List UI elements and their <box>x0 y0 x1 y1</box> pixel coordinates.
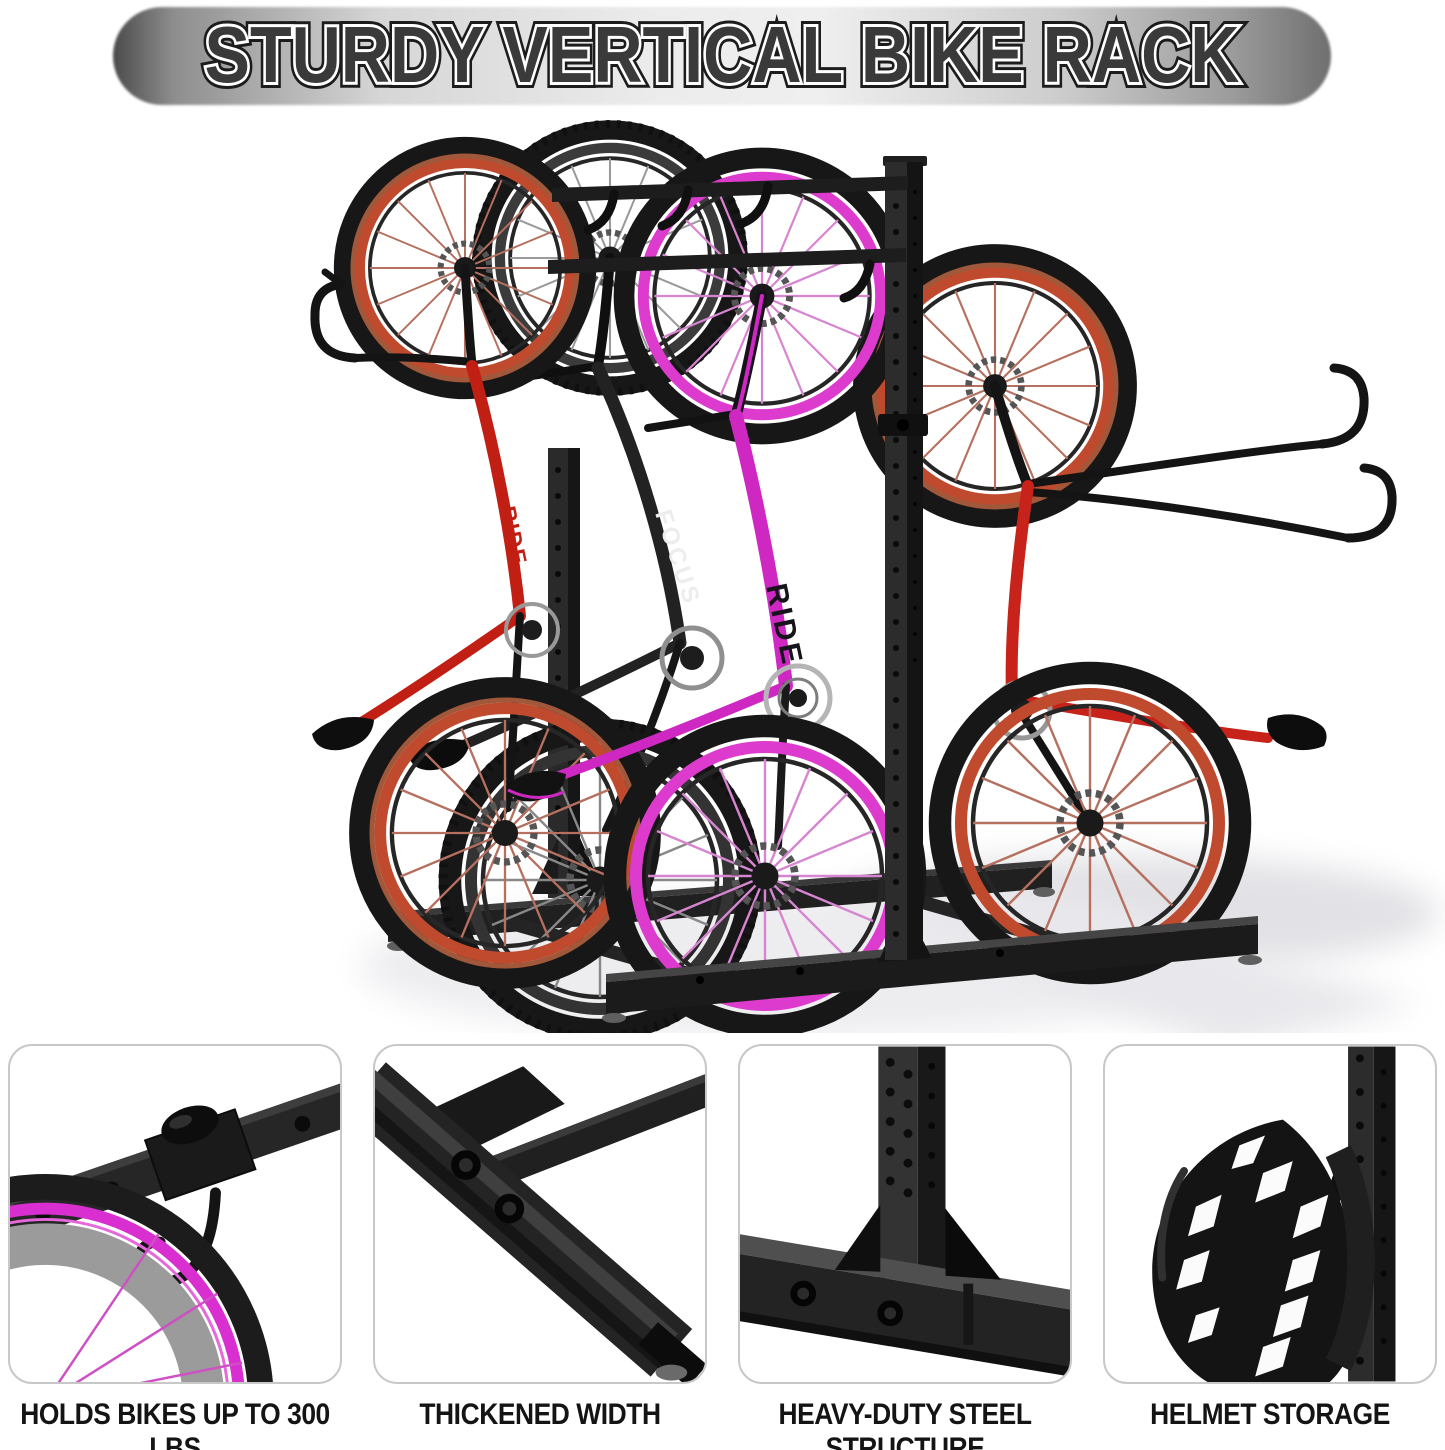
caption-line: STRUCTURE <box>825 1431 985 1450</box>
banner-gradient-pill <box>113 7 1331 105</box>
bike-decal-ride-red: RIDE <box>495 504 532 568</box>
hook-and-wheel-closeup-photo <box>10 1069 340 1382</box>
feature-card <box>8 1044 342 1384</box>
post-base-joint-closeup-photo <box>740 1046 1070 1377</box>
feature-card <box>1103 1044 1437 1384</box>
feature-card <box>373 1044 707 1384</box>
rack-top-rails-hooks <box>548 176 908 303</box>
feature-thickened-width: THICKENED WIDTH <box>373 1044 707 1450</box>
page-title: STURDY VERTICAL BIKE RACK <box>205 10 1240 99</box>
feature-helmet-storage: HELMET STORAGE <box>1103 1044 1437 1450</box>
feature-grid: HOLDS BIKES UP TO 300 LBS <box>8 1044 1437 1450</box>
helmet-on-rack-closeup-photo <box>1152 1046 1396 1382</box>
caption-line: HEAVY-DUTY STEEL <box>778 1398 1032 1431</box>
caption-line: THICKENED WIDTH <box>419 1398 661 1431</box>
rack-rear-post <box>532 448 606 898</box>
feature-heavy-duty-steel: HEAVY-DUTY STEEL STRUCTURE <box>738 1044 1072 1450</box>
feature-holds-300lbs: HOLDS BIKES UP TO 300 LBS <box>8 1044 342 1450</box>
feature-caption: HEAVY-DUTY STEEL STRUCTURE <box>738 1398 1072 1450</box>
bike-decal-ride-magenta: RIDE <box>759 581 809 670</box>
helmet <box>1152 1119 1375 1382</box>
banner-title-svg: STURDY VERTICAL BIKE RACK STURDY VERTICA… <box>199 4 1246 105</box>
thick-tube-closeup-photo <box>375 1062 705 1382</box>
feature-caption: HOLDS BIKES UP TO 300 LBS <box>8 1398 342 1450</box>
page-title-outline: STURDY VERTICAL BIKE RACK <box>205 10 1240 99</box>
feature-card <box>738 1044 1072 1384</box>
caption-line: HOLDS BIKES UP TO 300 LBS <box>20 1398 330 1450</box>
feature-caption: THICKENED WIDTH <box>373 1398 707 1432</box>
magenta-wheel-detail <box>10 1174 273 1382</box>
title-banner: STURDY VERTICAL BIKE RACK STURDY VERTICA… <box>113 4 1331 105</box>
feature-caption: HELMET STORAGE <box>1103 1398 1437 1432</box>
rack-front-post <box>878 156 928 960</box>
caption-line: HELMET STORAGE <box>1150 1398 1390 1431</box>
product-image: FOCUS RIDE <box>310 120 1440 1033</box>
bike-1-red-left: RIDE <box>310 146 650 978</box>
